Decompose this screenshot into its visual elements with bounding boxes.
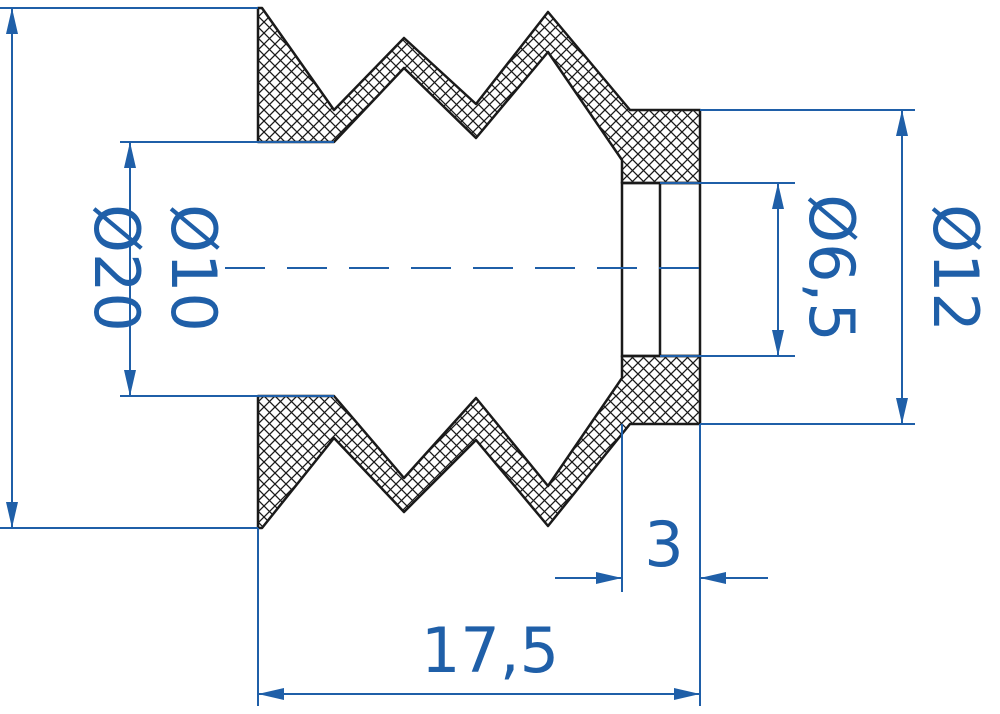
collar-width-label: 3	[644, 508, 683, 581]
upper-bellows-wall	[256, 6, 702, 185]
dim-outer-diameter: Ø20	[0, 7, 258, 529]
lower-bellows-wall	[256, 354, 702, 530]
dim-bore-diameter: Ø6,5	[660, 182, 868, 357]
dim-collar-diameter: Ø12	[700, 109, 992, 425]
dim-inner-diameter: Ø10	[120, 141, 334, 397]
collar-diameter-label: Ø12	[919, 204, 992, 332]
outer-diameter-label: Ø20	[80, 204, 153, 332]
dim-total-length: 17,5	[257, 528, 701, 706]
inner-diameter-label: Ø10	[157, 204, 230, 332]
dim-collar-width: 3	[555, 424, 768, 592]
bore-diameter-label: Ø6,5	[795, 194, 868, 341]
total-length-label: 17,5	[421, 614, 559, 687]
